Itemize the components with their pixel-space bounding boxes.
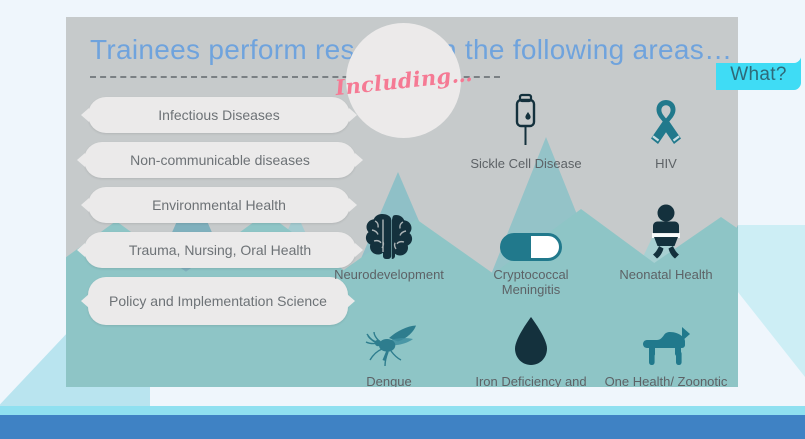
content-panel: Trainees perform research in the followi… [66, 17, 738, 387]
topic-iron-deficiency-and-nutrition[interactable]: Iron Deficiency and Nutrition [466, 307, 596, 387]
research-area-label: Environmental Health [152, 197, 286, 213]
research-area-item-0[interactable]: Infectious Diseases [88, 97, 350, 133]
mosquito-icon [324, 307, 454, 369]
baby-icon [601, 200, 731, 262]
topic-label: Cryptococcal Meningitis [493, 267, 569, 297]
topic-label: Sickle Cell Disease [470, 156, 582, 171]
awareness-ribbon-icon [601, 89, 731, 151]
water-droplet-icon [466, 307, 596, 369]
research-area-list: Infectious Diseases Non-communicable dis… [66, 97, 366, 334]
topic-neonatal-health[interactable]: Neonatal Health [601, 200, 731, 282]
brain-icon [324, 200, 454, 262]
research-area-label: Non-communicable diseases [130, 152, 310, 168]
status-badge[interactable]: What? [716, 57, 801, 95]
topic-label: Neonatal Health [619, 267, 713, 282]
dog-icon [601, 307, 731, 369]
ribbon-shape [716, 57, 801, 90]
topic-label: HIV [655, 156, 677, 171]
research-area-label: Policy and Implementation Science [109, 293, 327, 309]
topic-label: Dengue [366, 374, 412, 387]
research-area-item-3[interactable]: Trauma, Nursing, Oral Health [84, 232, 356, 268]
topic-sickle-cell-disease[interactable]: Sickle Cell Disease [461, 89, 591, 171]
title-divider [90, 76, 500, 78]
topic-hiv[interactable]: HIV [601, 89, 731, 171]
foothill-peak-5 [631, 217, 738, 279]
topic-label: One Health/ Zoonotic Disease [604, 374, 728, 387]
topic-neurodevelopment[interactable]: Neurodevelopment [324, 200, 454, 282]
research-area-label: Infectious Diseases [158, 107, 280, 123]
status-badge-label: What? [730, 64, 787, 85]
research-area-item-2[interactable]: Environmental Health [88, 187, 350, 223]
capsule-pill-icon [466, 200, 596, 262]
footer-bar [0, 415, 805, 439]
topic-dengue[interactable]: Dengue [324, 307, 454, 387]
research-area-item-1[interactable]: Non-communicable diseases [84, 142, 356, 178]
topic-label: Neurodevelopment [334, 267, 444, 282]
accent-strip [0, 406, 805, 415]
topic-label: Iron Deficiency and Nutrition [475, 374, 587, 387]
topic-cryptococcal-meningitis[interactable]: Cryptococcal Meningitis [466, 200, 596, 297]
research-area-item-4[interactable]: Policy and Implementation Science [88, 277, 348, 325]
topic-one-health-zoonotic-disease[interactable]: One Health/ Zoonotic Disease [601, 307, 731, 387]
research-area-label: Trauma, Nursing, Oral Health [128, 242, 312, 258]
iv-bag-icon [461, 89, 591, 151]
including-label: Including… [333, 60, 474, 101]
including-badge: Including… [334, 23, 473, 138]
